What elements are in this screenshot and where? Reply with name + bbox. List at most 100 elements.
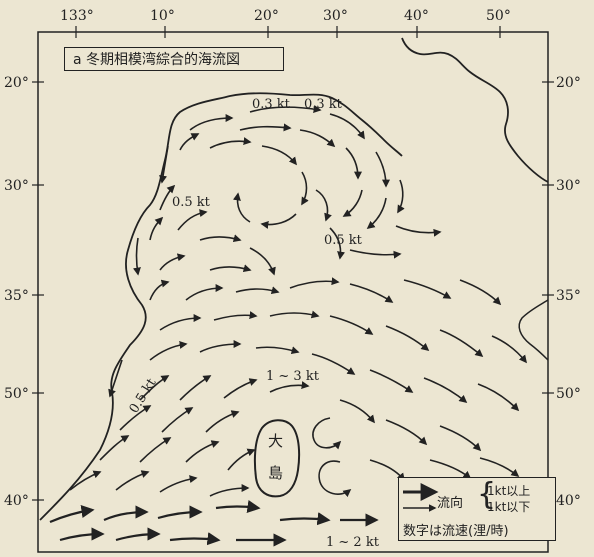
flow-arrow — [149, 216, 164, 241]
flow-arrow — [349, 249, 402, 259]
flow-arrow — [199, 340, 242, 353]
flow-arrow — [209, 264, 252, 273]
flow-arrow — [349, 283, 394, 303]
flow-arrow — [311, 353, 356, 375]
flow-arrow — [235, 286, 280, 295]
flow-arrow — [199, 234, 242, 243]
flow-arrow — [491, 335, 527, 364]
eddy-curve — [318, 460, 352, 498]
legend-under-label: 1kt以下 — [487, 500, 531, 514]
right-tick-label: 20° — [556, 75, 581, 91]
flow-arrow — [261, 145, 298, 166]
flow-arrow — [366, 197, 387, 229]
flow-arrow — [205, 410, 240, 433]
flow-arrow — [227, 448, 256, 471]
speed-label: 0.5 kt — [172, 195, 211, 210]
legend: 流向 { 1kt以上 1kt以下 数字は流速(浬/時) — [398, 477, 556, 541]
flow-arrows — [49, 105, 527, 547]
left-tick-label: 50° — [4, 386, 29, 402]
flow-arrow — [289, 277, 340, 289]
flow-arrow — [477, 383, 520, 412]
flow-arrow — [179, 375, 212, 401]
legend-note: 数字は流速(浬/時) — [403, 524, 509, 539]
right-tick-label: 50° — [556, 386, 581, 402]
flow-arrow — [315, 189, 332, 222]
top-tick-label: 20° — [254, 8, 279, 24]
bay-coastline — [39, 92, 403, 521]
left-tick-label: 40° — [4, 493, 29, 509]
map-title: a 冬期相模湾綜合的海流図 — [64, 47, 284, 71]
flow-arrow — [49, 504, 95, 524]
flow-arrow — [177, 209, 208, 231]
flow-arrow — [99, 435, 130, 461]
right-tick-label: 35° — [556, 288, 581, 304]
flow-arrow — [159, 253, 186, 271]
flow-arrow — [329, 113, 365, 140]
flow-arrow — [249, 105, 322, 113]
top-tick-label: 50° — [486, 8, 511, 24]
east-coastline — [401, 37, 549, 183]
right-tick-label: 40° — [556, 493, 581, 509]
flow-arrow — [239, 123, 292, 132]
flow-arrow — [157, 505, 203, 520]
flow-arrow — [301, 171, 309, 206]
flow-arrow — [342, 189, 363, 217]
flow-arrow — [149, 279, 170, 301]
flow-arrow — [133, 237, 141, 276]
east-coast-lower — [518, 299, 549, 361]
flow-arrow — [215, 499, 261, 514]
speed-label: 1 ~ 2 kt — [326, 535, 380, 550]
legend-direction-label: 流向 — [437, 496, 464, 511]
flow-arrow — [385, 419, 428, 446]
top-tick-label: 10° — [150, 8, 175, 24]
flow-arrow — [339, 399, 375, 424]
flow-arrow — [169, 532, 221, 546]
left-tick-label: 35° — [4, 288, 29, 304]
flow-arrow — [185, 284, 224, 301]
island-label: 島 — [268, 464, 283, 482]
flow-arrow — [369, 369, 414, 393]
flow-arrow — [269, 381, 310, 393]
flow-arrow — [439, 329, 484, 358]
flow-arrow — [159, 475, 198, 493]
top-tick-label: 30° — [323, 8, 348, 24]
flow-arrow — [249, 247, 276, 276]
legend-arrows — [403, 483, 439, 512]
speed-label: 1 ~ 3 kt — [266, 369, 320, 384]
flow-arrow — [161, 407, 194, 433]
flow-arrow — [59, 527, 105, 542]
flow-arrow — [115, 527, 161, 542]
left-tick-marks — [32, 81, 44, 501]
right-tick-label: 30° — [556, 178, 581, 194]
flow-arrow — [395, 225, 442, 237]
flow-arrow — [108, 359, 123, 398]
flow-arrow — [159, 145, 169, 184]
flow-arrow — [223, 378, 258, 399]
flow-arrow — [159, 184, 176, 211]
speed-label: 0.5 kt — [324, 233, 363, 248]
flow-arrow — [159, 314, 202, 331]
speed-label: 0.3 kt — [304, 97, 343, 112]
flow-arrow — [397, 179, 405, 214]
eddy-curve — [312, 417, 342, 450]
flow-arrow — [209, 484, 250, 497]
flow-arrow — [329, 315, 374, 335]
flow-arrow — [403, 279, 452, 299]
flow-arrow — [459, 279, 502, 306]
map-frame — [37, 31, 549, 553]
flow-arrow — [149, 340, 188, 361]
flow-arrow — [423, 377, 468, 404]
flow-arrow — [269, 310, 320, 319]
legend-over-label: 1kt以上 — [487, 484, 531, 498]
flow-arrow — [115, 470, 150, 491]
legend-brace: { — [477, 477, 497, 512]
flow-arrow — [439, 425, 482, 452]
flow-arrow — [299, 129, 336, 148]
flow-arrow — [213, 311, 258, 321]
flow-arrow — [103, 505, 149, 522]
flow-arrow — [279, 512, 331, 526]
flow-arrow — [69, 470, 102, 491]
flow-arrow — [209, 137, 252, 149]
top-tick-label: 40° — [404, 8, 429, 24]
